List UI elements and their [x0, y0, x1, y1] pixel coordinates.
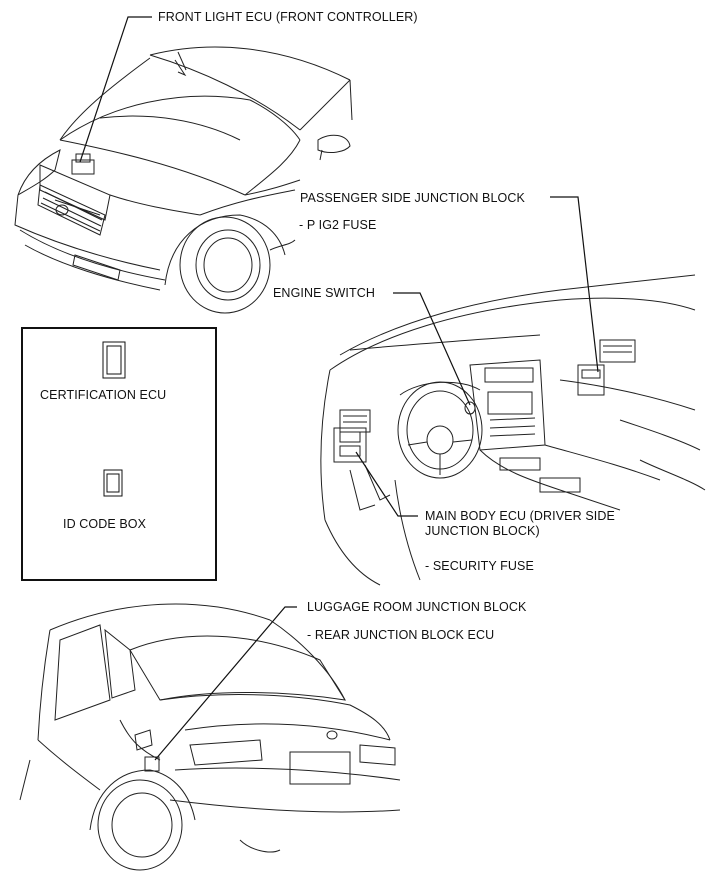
certification-ecu-icon [102, 341, 126, 379]
leader-lines [79, 16, 599, 761]
dashboard-illustration [320, 274, 706, 586]
rear-car-illustration [19, 603, 401, 871]
front-light-ecu-label: FRONT LIGHT ECU (FRONT CONTROLLER) [158, 10, 418, 24]
id-code-box-label: ID CODE BOX [63, 517, 147, 531]
inset-box [21, 327, 217, 581]
luggage-jb-label: LUGGAGE ROOM JUNCTION BLOCK [307, 600, 527, 614]
engine-switch-label: ENGINE SWITCH [273, 286, 375, 300]
rear-jb-ecu-label: - REAR JUNCTION BLOCK ECU [307, 628, 495, 642]
security-fuse-label: - SECURITY FUSE [425, 559, 534, 573]
certification-ecu-label: CERTIFICATION ECU [40, 388, 167, 402]
main-body-ecu-label-line1: MAIN BODY ECU (DRIVER SIDE [425, 509, 615, 523]
front-car-illustration [14, 46, 353, 314]
id-code-box-icon [103, 469, 123, 497]
main-body-ecu-label-line2: JUNCTION BLOCK) [425, 524, 540, 538]
p-ig2-fuse-label: - P IG2 FUSE [299, 218, 377, 232]
passenger-jb-label: PASSENGER SIDE JUNCTION BLOCK [300, 191, 525, 205]
